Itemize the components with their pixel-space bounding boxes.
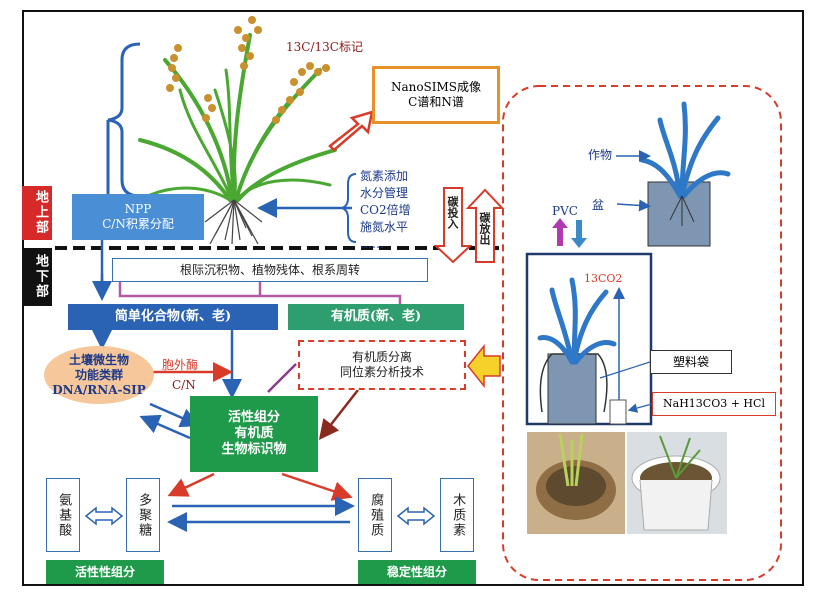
co2-label: 13CO2 bbox=[584, 272, 623, 285]
cn-label: C/N bbox=[172, 378, 196, 392]
humus-box: 腐殖质 bbox=[358, 478, 392, 552]
nanosims-arrow bbox=[328, 110, 374, 152]
above-ground-bar bbox=[22, 186, 52, 240]
npp-title: NPP bbox=[124, 202, 152, 216]
npp-box: NPP C/N积累分配 bbox=[72, 194, 204, 240]
rhizo-box: 根际沉积物、植物残体、根系周转 bbox=[112, 258, 428, 282]
rice-roots bbox=[204, 199, 263, 245]
rice-plant bbox=[138, 33, 337, 202]
treatment-item: 氮素添加 bbox=[360, 169, 409, 183]
separation-subtitle: 同位素分析技术 bbox=[339, 365, 424, 379]
microbe-ellipse: 土壤微生物 功能类群 DNA/RNA-SIP bbox=[44, 346, 154, 404]
stable-fraction-box: 稳定性组分 bbox=[358, 560, 476, 584]
treatment-item: 施氮水平 bbox=[360, 220, 409, 234]
microbe-title: 土壤微生物 bbox=[68, 352, 129, 367]
isotope-label: 13C/13C标记 bbox=[286, 40, 363, 54]
nanosims-subtitle: C谱和N谱 bbox=[408, 95, 464, 109]
enzyme-label: 胞外酶 bbox=[162, 358, 199, 372]
pvc-label: PVC bbox=[552, 204, 578, 218]
rice-grains bbox=[166, 16, 330, 124]
carbon-input-label: 碳投入 bbox=[446, 196, 459, 229]
amino-box: 氨基酸 bbox=[46, 478, 80, 552]
lignin-box: 木质素 bbox=[440, 478, 474, 552]
active-title: 活性组分 bbox=[227, 409, 280, 425]
crop-label: 作物 bbox=[588, 148, 613, 162]
separation-title: 有机质分离 bbox=[351, 350, 412, 364]
npp-subtitle: C/N积累分配 bbox=[102, 217, 174, 231]
pot-label: 盆 bbox=[592, 198, 605, 212]
active-box: 活性组分 有机质 生物标识物 bbox=[190, 396, 318, 472]
nanosims-box: NanoSIMS成像 C谱和N谱 bbox=[372, 66, 500, 124]
simple-compounds-box: 简单化合物(新、老) bbox=[68, 304, 278, 330]
microbe-sub1: 功能类群 bbox=[74, 367, 123, 382]
active-sub2: 生物标识物 bbox=[221, 442, 287, 458]
below-ground-bar bbox=[22, 248, 52, 306]
polysaccharide-box: 多聚糖 bbox=[126, 478, 160, 552]
treatment-item: CO2倍增 bbox=[360, 203, 411, 217]
active-sub1: 有机质 bbox=[234, 425, 274, 441]
above-ground-label: 地上部 bbox=[33, 190, 48, 235]
separation-box: 有机质分离 同位素分析技术 bbox=[298, 340, 466, 390]
treatment-list: 氮素添加 水分管理 CO2倍增 施氮水平 …… bbox=[360, 168, 411, 253]
experiment-panel bbox=[502, 85, 782, 581]
nanosims-title: NanoSIMS成像 bbox=[390, 80, 482, 94]
plastic-bag-box: 塑料袋 bbox=[650, 350, 732, 374]
treatment-item: …… bbox=[360, 237, 384, 251]
treatment-item: 水分管理 bbox=[360, 186, 409, 200]
organic-matter-box: 有机质(新、老) bbox=[288, 304, 464, 330]
reagent-box: NaH13CO3 + HCl bbox=[652, 392, 776, 416]
active-fraction-box: 活性性组分 bbox=[46, 560, 164, 584]
carbon-release-label: 碳放出 bbox=[478, 212, 491, 245]
npp-brace bbox=[107, 42, 141, 198]
below-ground-label: 地下部 bbox=[33, 254, 48, 299]
microbe-sub2: DNA/RNA-SIP bbox=[52, 382, 146, 397]
